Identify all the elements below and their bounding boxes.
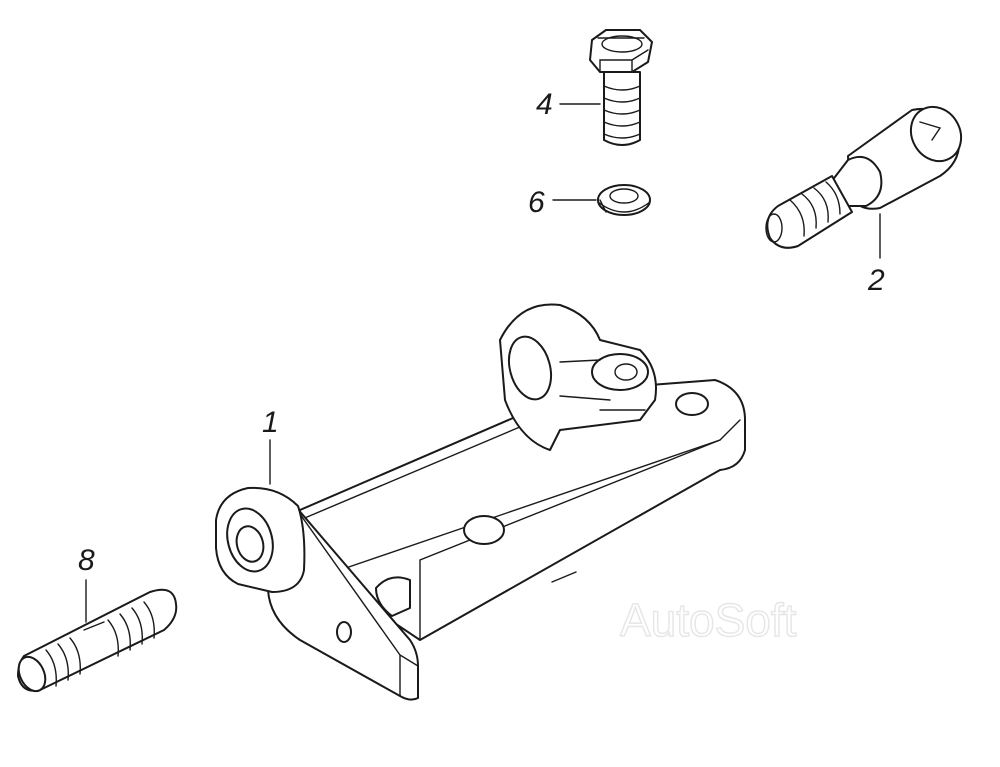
stud-part [17,588,178,693]
callout-2: 2 [867,264,885,297]
leader-lines [85,103,881,623]
callout-labels: 4 6 2 1 8 [78,88,885,577]
stepped-pin-part [765,105,963,249]
callout-6: 6 [528,186,545,219]
bracket-part [215,303,746,701]
callout-4: 4 [536,88,553,121]
spring-washer-part [597,184,651,216]
watermark: AutoSoft [620,594,797,646]
callout-1: 1 [262,406,279,439]
callout-8: 8 [78,544,95,577]
bolt-part [589,29,653,146]
